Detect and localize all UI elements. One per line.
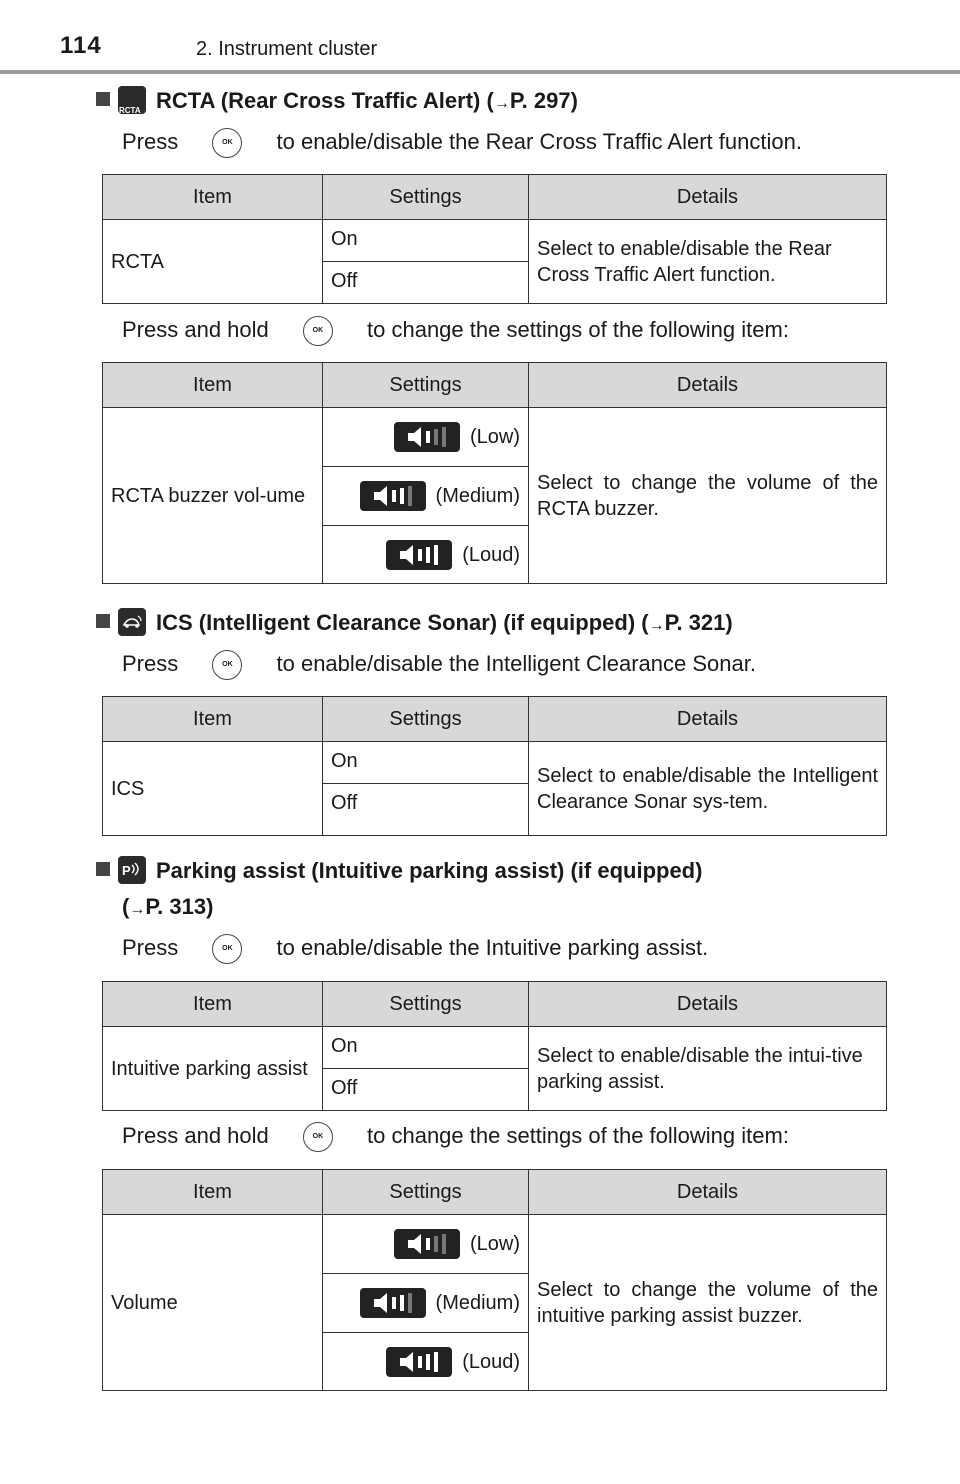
table-cell-setting: On	[322, 219, 529, 262]
column-header-settings: Settings	[322, 174, 529, 220]
speaker-volume-icon	[393, 1229, 460, 1259]
volume-low-setting: (Low)	[322, 1214, 529, 1274]
table-cell-item: ICS	[102, 741, 323, 836]
page-header: 114 2. Instrument cluster	[0, 0, 960, 76]
ics-sonar-icon	[118, 608, 146, 636]
ics-heading-text: ICS (Intelligent Clearance Sonar) (if eq…	[156, 610, 649, 635]
parking-page-ref[interactable]: P. 313)	[145, 894, 214, 919]
column-header-settings: Settings	[322, 696, 529, 742]
table-cell-details: Select to change the volume of the RCTA …	[528, 407, 887, 584]
volume-low-setting: (Low)	[322, 407, 529, 467]
column-header-item: Item	[102, 362, 323, 408]
rcta-page-ref[interactable]: P. 297)	[509, 88, 578, 113]
column-header-settings: Settings	[322, 981, 529, 1027]
ok-button-icon: OK	[302, 1122, 333, 1153]
ok-button-icon: OK	[212, 934, 243, 965]
column-header-item: Item	[102, 696, 323, 742]
parking-heading: P Parking assist (Intuitive parking assis…	[96, 854, 702, 888]
square-bullet-icon	[96, 614, 110, 628]
ics-page-ref[interactable]: P. 321)	[664, 610, 733, 635]
table-cell-setting: On	[322, 741, 529, 784]
speaker-volume-icon	[393, 422, 460, 452]
table-cell-item: Volume	[102, 1214, 323, 1391]
table-cell-item: RCTA	[102, 219, 323, 304]
speaker-volume-icon	[359, 1288, 426, 1318]
rcta-hold-line: Press and hold OK to change the settings…	[122, 314, 789, 347]
table-cell-setting: Off	[322, 261, 529, 304]
square-bullet-icon	[96, 92, 110, 106]
table-cell-details: Select to enable/disable the Rear Cross …	[528, 219, 887, 304]
header-divider	[0, 70, 960, 74]
ok-button-icon: OK	[212, 128, 243, 159]
rcta-press-line: Press OK to enable/disable the Rear Cros…	[122, 126, 802, 159]
column-header-item: Item	[102, 981, 323, 1027]
parking-press-line: Press OK to enable/disable the Intuitive…	[122, 932, 708, 965]
volume-medium-setting: (Medium)	[322, 466, 529, 526]
arrow-right-icon: →	[648, 617, 665, 634]
speaker-volume-icon	[386, 1346, 453, 1377]
parking-hold-line: Press and hold OK to change the settings…	[122, 1120, 789, 1153]
parking-assist-icon: P	[118, 856, 146, 884]
speaker-volume-icon	[386, 539, 453, 570]
ics-heading: ICS (Intelligent Clearance Sonar) (if eq…	[96, 606, 733, 643]
column-header-details: Details	[528, 362, 887, 408]
ok-button-icon: OK	[212, 650, 243, 681]
ics-press-line: Press OK to enable/disable the Intellige…	[122, 648, 756, 681]
column-header-details: Details	[528, 696, 887, 742]
table-cell-details: Select to enable/disable the Intelligent…	[528, 741, 887, 836]
column-header-settings: Settings	[322, 362, 529, 408]
arrow-right-icon: →	[493, 95, 510, 112]
page-number: 114	[60, 32, 102, 59]
ok-button-icon: OK	[302, 316, 333, 347]
square-bullet-icon	[96, 862, 110, 876]
chapter-title: 2. Instrument cluster	[196, 38, 378, 60]
table-cell-setting: Off	[322, 1068, 529, 1111]
rcta-heading: RCTA RCTA (Rear Cross Traffic Alert) (→P.…	[96, 84, 578, 121]
volume-medium-setting: (Medium)	[322, 1273, 529, 1333]
column-header-details: Details	[528, 981, 887, 1027]
volume-loud-setting: (Loud)	[322, 1332, 529, 1391]
arrow-right-icon: →	[129, 901, 146, 918]
column-header-item: Item	[102, 1169, 323, 1215]
table-cell-setting: Off	[322, 783, 529, 836]
column-header-settings: Settings	[322, 1169, 529, 1215]
parking-heading-text: Parking assist (Intuitive parking assist…	[156, 858, 703, 883]
table-cell-item: RCTA buzzer vol-ume	[102, 407, 323, 584]
rcta-heading-text: RCTA (Rear Cross Traffic Alert) (	[156, 88, 494, 113]
table-cell-details: Select to change the volume of the intui…	[528, 1214, 887, 1391]
column-header-details: Details	[528, 174, 887, 220]
table-cell-details: Select to enable/disable the intui-tive …	[528, 1026, 887, 1111]
parking-heading-ref: (→P. 313)	[122, 894, 214, 919]
volume-loud-setting: (Loud)	[322, 525, 529, 584]
svg-text:P: P	[122, 863, 131, 878]
column-header-details: Details	[528, 1169, 887, 1215]
table-cell-item: Intuitive parking assist	[102, 1026, 323, 1111]
table-cell-setting: On	[322, 1026, 529, 1069]
rcta-icon: RCTA	[118, 86, 146, 115]
speaker-volume-icon	[359, 481, 426, 511]
column-header-item: Item	[102, 174, 323, 220]
